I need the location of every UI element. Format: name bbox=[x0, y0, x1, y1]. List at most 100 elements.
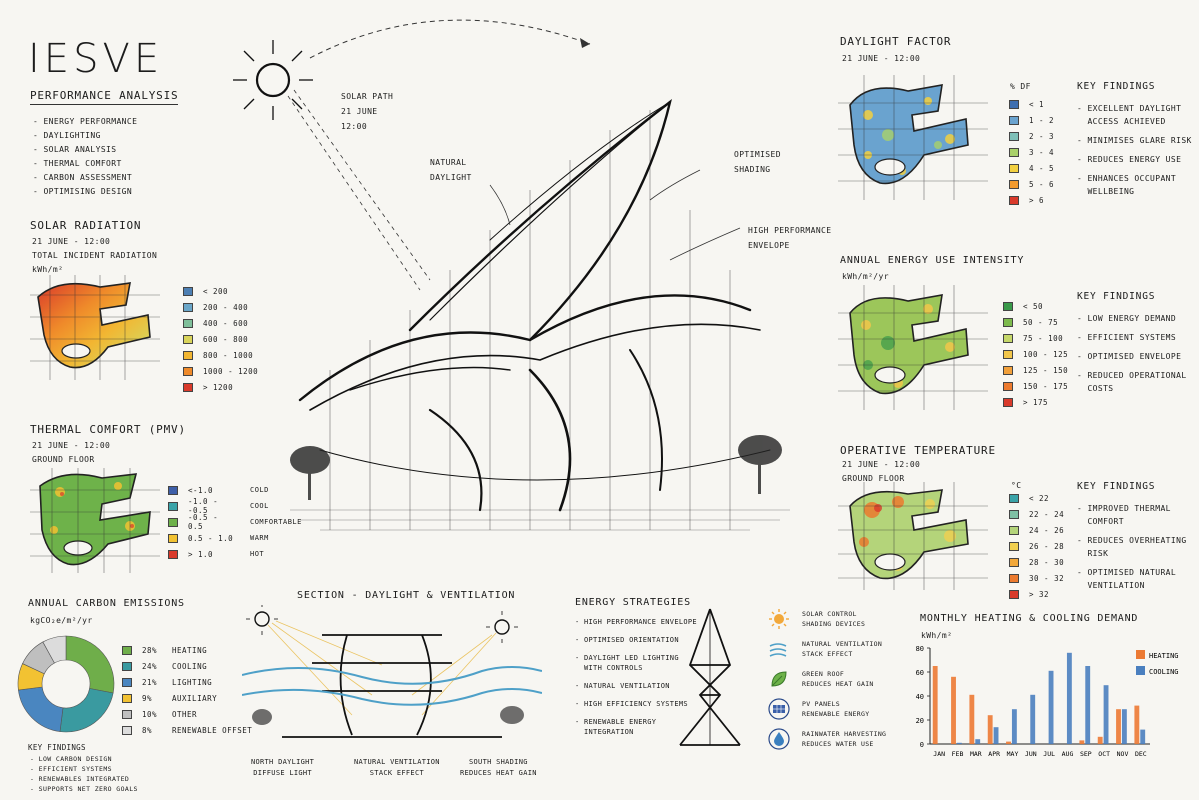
thermal-comfort-title: THERMAL COMFORT (PMV) bbox=[30, 423, 186, 436]
strategy-line: SHADING DEVICES bbox=[802, 620, 866, 628]
legend-row: 75 - 100 bbox=[1003, 330, 1068, 346]
legend-pct: 9% bbox=[142, 693, 153, 703]
annotation-line: OPTIMISED bbox=[734, 150, 781, 159]
caption-line: NORTH DAYLIGHT bbox=[251, 758, 315, 766]
strategy-line: NATURAL VENTILATION bbox=[802, 640, 883, 648]
list-item: SUPPORTS NET ZERO GOALS bbox=[30, 785, 138, 793]
x-tick-label: DEC bbox=[1135, 750, 1147, 758]
water-drop-icon bbox=[768, 728, 790, 750]
legend-swatch bbox=[1003, 381, 1013, 391]
finding-text: MINIMISES GLARE RISK bbox=[1087, 136, 1192, 145]
solar-radiation-desc: TOTAL INCIDENT RADIATION bbox=[32, 251, 158, 260]
legend-row: 24% COOLING bbox=[122, 658, 252, 674]
legend-swatch bbox=[1009, 179, 1019, 189]
chart-title: MONTHLY HEATING & COOLING DEMAND bbox=[920, 613, 1139, 624]
legend-swatch bbox=[1009, 493, 1019, 503]
finding: - EFFICIENT SYSTEMS bbox=[1077, 333, 1177, 342]
legend-row: > 32 bbox=[1009, 586, 1064, 602]
finding: - IMPROVED THERMAL COMFORT bbox=[1077, 504, 1171, 526]
legend-swatch bbox=[1003, 317, 1013, 327]
tower-sketch bbox=[679, 608, 741, 746]
legend-label: 24 - 26 bbox=[1029, 525, 1065, 535]
daylight-findings: - EXCELLENT DAYLIGHT ACCESS ACHIEVED - M… bbox=[1077, 102, 1192, 198]
legend-desc: HOT bbox=[250, 550, 265, 558]
legend-pct: 8% bbox=[142, 725, 153, 735]
solar-path-label: SOLAR PATH 21 JUNE 12:00 bbox=[341, 89, 393, 134]
energy-intensity-floorplan bbox=[838, 285, 988, 410]
legend-swatch bbox=[1009, 147, 1019, 157]
legend-swatch bbox=[168, 501, 178, 511]
legend-pct: 24% bbox=[142, 661, 158, 671]
caption-line: SOUTH SHADING bbox=[469, 758, 528, 766]
list-item-text: RENEWABLE ENERGY bbox=[584, 718, 657, 726]
legend-label: 1 - 2 bbox=[1029, 115, 1055, 125]
analysis-list: ENERGY PERFORMANCE DAYLIGHTING SOLAR ANA… bbox=[33, 117, 137, 201]
legend-swatch bbox=[1136, 666, 1145, 675]
bar-cooling bbox=[993, 727, 999, 744]
legend-label: COOLING bbox=[172, 661, 208, 671]
section-caption-ventilation: NATURAL VENTILATION STACK EFFECT bbox=[354, 757, 440, 779]
finding-text: OPTIMISED NATURAL bbox=[1087, 568, 1177, 577]
list-item-text: WITH CONTROLS bbox=[584, 664, 643, 672]
temp-findings: - IMPROVED THERMAL COMFORT - REDUCES OVE… bbox=[1077, 502, 1187, 592]
sun-icon bbox=[486, 611, 518, 643]
legend-row: > 1200 bbox=[183, 379, 258, 395]
donut-slice bbox=[18, 686, 64, 732]
list-item: CARBON ASSESSMENT bbox=[33, 173, 137, 182]
annotation-line: SHADING bbox=[734, 165, 771, 174]
legend-swatch bbox=[1009, 195, 1019, 205]
legend-row: < 22 bbox=[1009, 490, 1064, 506]
list-item-text: OPTIMISED ORIENTATION bbox=[584, 636, 679, 644]
finding-text: REDUCES OVERHEATING bbox=[1087, 536, 1187, 545]
solar-panel-icon bbox=[768, 698, 790, 720]
daylight-factor-title: DAYLIGHT FACTOR bbox=[840, 35, 952, 48]
legend-swatch bbox=[183, 286, 193, 296]
legend-swatch bbox=[1003, 365, 1013, 375]
legend-label: 2 - 3 bbox=[1029, 131, 1055, 141]
operative-temp-date: 21 JUNE - 12:00 bbox=[842, 460, 921, 469]
wind-icon bbox=[769, 643, 787, 657]
strategy-line: RAINWATER HARVESTING bbox=[802, 730, 887, 738]
brand-title: IESVE bbox=[28, 36, 164, 82]
legend-desc: COMFORTABLE bbox=[250, 518, 302, 526]
legend-row: -0.5 - 0.5 COMFORTABLE bbox=[168, 513, 302, 531]
legend-swatch bbox=[1009, 131, 1019, 141]
carbon-findings-title: KEY FINDINGS bbox=[28, 743, 86, 752]
legend-row: < 1 bbox=[1009, 96, 1054, 112]
legend-row: 3 - 4 bbox=[1009, 144, 1054, 160]
legend-swatch bbox=[1009, 509, 1019, 519]
section-caption-south: SOUTH SHADING REDUCES HEAT GAIN bbox=[460, 757, 537, 779]
legend-row: 400 - 600 bbox=[183, 315, 258, 331]
bar-cooling bbox=[1011, 709, 1017, 744]
legend-label: -1.0 - -0.5 bbox=[188, 497, 219, 515]
legend-label: -0.5 - 0.5 bbox=[188, 513, 219, 531]
list-item: RENEWABLES INTEGRATED bbox=[30, 775, 138, 783]
energy-findings: - LOW ENERGY DEMAND - EFFICIENT SYSTEMS … bbox=[1077, 312, 1187, 395]
legend-row: 28%HEATING bbox=[122, 642, 252, 658]
bar-heating bbox=[1006, 741, 1011, 744]
legend-label: 1000 - 1200 bbox=[203, 366, 259, 376]
legend-label: 28 - 30 bbox=[1029, 557, 1065, 567]
carbon-donut-chart bbox=[17, 635, 115, 733]
legend-pct: 21% bbox=[142, 677, 158, 687]
legend-label: > 175 bbox=[1023, 397, 1049, 407]
legend-row: 8%RENEWABLE OFFSET bbox=[122, 722, 252, 738]
daylight-findings-title: KEY FINDINGS bbox=[1077, 81, 1156, 92]
strategy-line: REDUCES HEAT GAIN bbox=[802, 680, 874, 688]
list-item: SOLAR ANALYSIS bbox=[33, 145, 137, 154]
legend-row: 1000 - 1200 bbox=[183, 363, 258, 379]
legend-row: 5 - 6 bbox=[1009, 176, 1054, 192]
legend-row: 50 - 75 bbox=[1003, 314, 1068, 330]
bar-cooling bbox=[1140, 729, 1146, 744]
carbon-unit: kgCO₂e/m²/yr bbox=[30, 616, 93, 625]
legend-row: 4 - 5 bbox=[1009, 160, 1054, 176]
energy-intensity-legend: < 50 50 - 75 75 - 100 100 - 125 125 - 15… bbox=[1003, 298, 1068, 410]
donut-slice bbox=[42, 635, 67, 664]
finding-text: REDUCED OPERATIONAL bbox=[1087, 371, 1187, 380]
